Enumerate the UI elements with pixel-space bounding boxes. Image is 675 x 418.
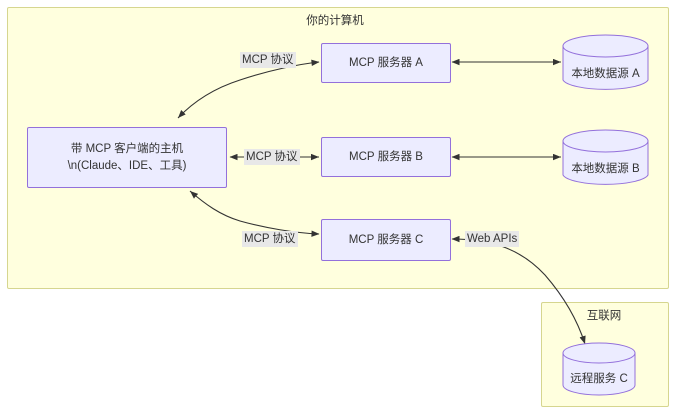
node-host-line2: \n(Claude、IDE、工具) (67, 159, 187, 172)
node-host-line1: 带 MCP 客户端的主机 (70, 142, 184, 155)
node-mcp-server-b[interactable]: MCP 服务器 B (321, 137, 451, 177)
edge-label-server-c-remote-c: Web APIs (465, 231, 520, 248)
subgraph-title-internet: 互联网 (586, 310, 622, 322)
subgraph-title-your-computer: 你的计算机 (306, 15, 364, 27)
node-mcp-server-c[interactable]: MCP 服务器 C (321, 219, 451, 261)
cylinder-shape-a (562, 34, 649, 90)
node-local-datasource-a[interactable]: 本地数据源 A (562, 34, 649, 92)
node-mcp-server-a-label: MCP 服务器 A (349, 56, 423, 69)
cylinder-shape-c (562, 342, 636, 396)
node-remote-service-c-label: 远程服务 C (570, 373, 628, 385)
edge-label-host-server-c: MCP 协议 (242, 231, 298, 248)
node-local-datasource-b-label: 本地数据源 B (571, 163, 640, 175)
edge-label-host-server-b: MCP 协议 (244, 149, 300, 166)
node-remote-service-c[interactable]: 远程服务 C (562, 342, 636, 396)
node-mcp-server-c-label: MCP 服务器 C (348, 233, 424, 246)
node-host[interactable]: 带 MCP 客户端的主机 \n(Claude、IDE、工具) (27, 127, 227, 188)
node-local-datasource-b[interactable]: 本地数据源 B (562, 129, 649, 187)
node-mcp-server-a[interactable]: MCP 服务器 A (321, 43, 451, 83)
edge-label-host-server-a: MCP 协议 (240, 52, 296, 69)
cylinder-shape-b (562, 129, 649, 185)
node-local-datasource-a-label: 本地数据源 A (571, 68, 640, 80)
node-mcp-server-b-label: MCP 服务器 B (349, 150, 423, 163)
